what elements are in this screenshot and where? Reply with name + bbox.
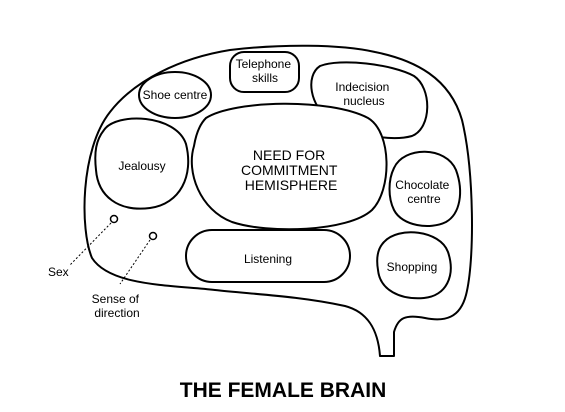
diagram-title: THE FEMALE BRAIN [180,379,387,402]
label-shoe-centre: Shoe centre [143,88,208,102]
region-chocolate-centre [388,150,462,227]
leader-line-sex [69,222,112,266]
label-jealousy: Jealousy [118,159,165,173]
label-listening: Listening [244,252,292,266]
region-shoe-centre [138,71,212,119]
label-sense-of-direction: Sense of direction [92,292,143,320]
leader-line-sense-of-direction [119,239,151,285]
label-telephone-skills: Telephone skills [236,57,295,85]
point-sex-marker [109,214,119,224]
point-sense-of-direction-marker [148,231,158,241]
label-need-for-commitment: NEED FOR COMMITMENT HEMISPHERE [241,147,341,193]
label-shopping: Shopping [387,260,438,274]
region-need-for-commitment [190,102,388,231]
label-sex: Sex [48,265,69,279]
region-jealousy [94,117,190,210]
label-indecision-nucleus: Indecision nucleus [335,80,392,108]
region-listening [185,229,351,283]
region-shopping [376,231,452,300]
region-telephone-skills [229,51,300,93]
label-chocolate-centre: Chocolate centre [395,178,452,206]
